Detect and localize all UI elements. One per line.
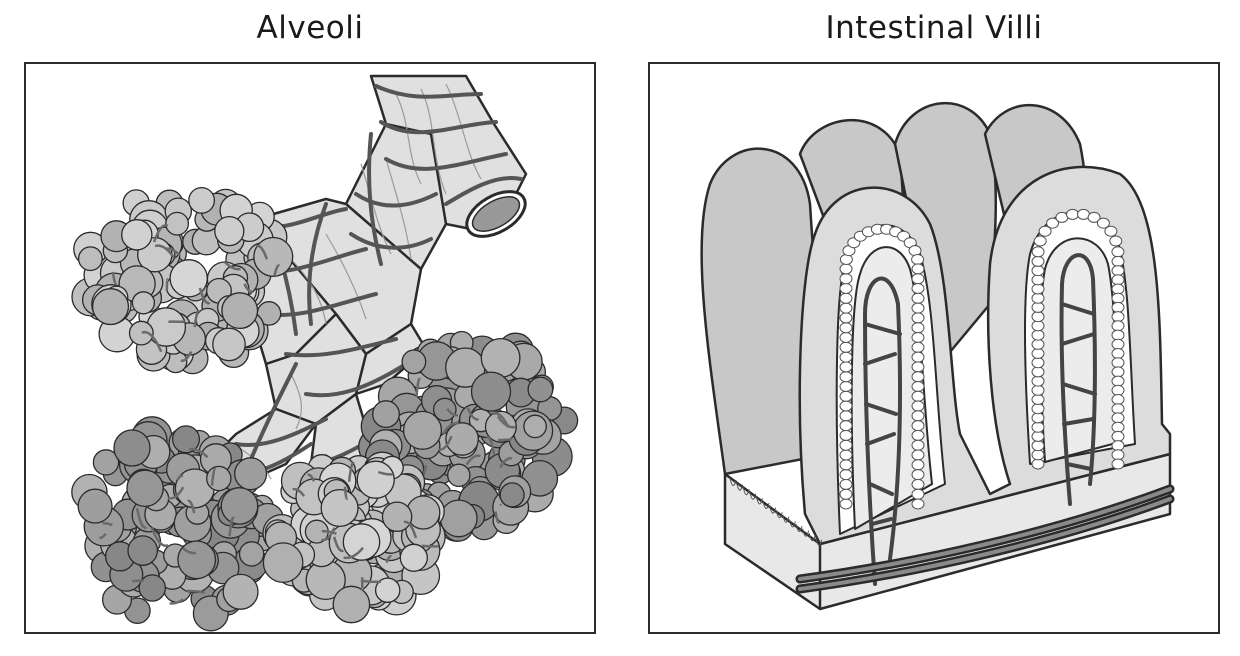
submucosal-vessels	[795, 484, 1175, 594]
epithelial-cells	[839, 208, 1125, 510]
back-villi	[700, 101, 1092, 476]
intestinal-villi-title: Intestinal Villi	[825, 10, 1043, 46]
intestinal-villi-panel	[648, 62, 1220, 634]
alveolar-sac	[358, 330, 579, 542]
base-crypt-cells	[729, 477, 823, 546]
alveolar-sac	[262, 451, 446, 624]
alveolar-sac	[71, 186, 294, 375]
alveolar-sacs	[71, 186, 579, 632]
villus-capillaries	[862, 253, 1097, 586]
alveoli-title: Alveoli	[256, 10, 364, 46]
alveoli-illustration	[71, 74, 579, 632]
bronchiole-opening	[465, 190, 527, 238]
alveoli-panel	[24, 62, 596, 634]
villi-illustration	[700, 101, 1175, 611]
